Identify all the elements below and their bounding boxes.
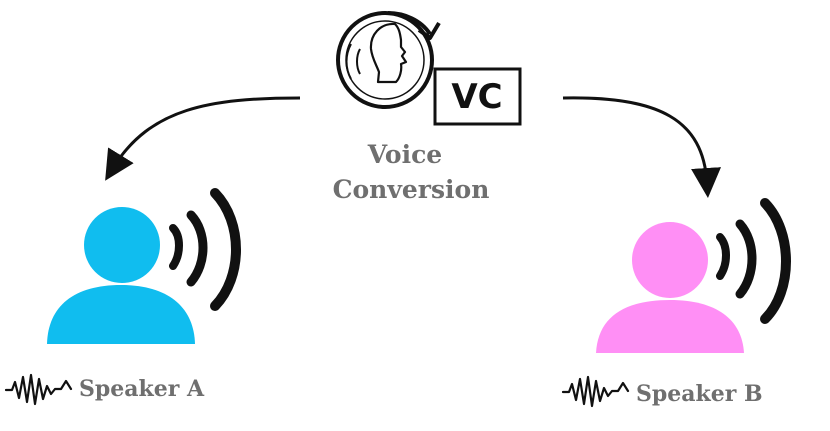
speaker-a-avatar <box>47 207 195 344</box>
arrow-to-speaker-a <box>105 96 301 181</box>
speaker-b-avatar <box>596 222 744 353</box>
speaker-b-label: Speaker B <box>636 381 763 407</box>
refresh-arrow-icon <box>387 11 432 36</box>
speaker-b-body <box>596 300 744 353</box>
speaker-b-sound-waves-icon <box>716 198 791 324</box>
vc-badge-label: VC <box>451 77 502 117</box>
speaker-a-waveform-icon <box>4 373 73 406</box>
speaker-a-head <box>84 207 160 283</box>
arrow-to-speaker-b <box>562 96 722 198</box>
voice-label: Voice <box>367 140 442 169</box>
voice-conversion-icon: VC <box>336 11 522 126</box>
speaker-b-head <box>632 222 708 298</box>
speaker-b-waveform-icon <box>561 375 630 408</box>
speaker-a-label: Speaker A <box>79 376 205 402</box>
vc-badge <box>433 67 522 126</box>
speaker-a-body <box>47 285 195 344</box>
speaking-head-icon <box>369 22 408 84</box>
speaker-a-sound-waves-icon <box>169 188 241 311</box>
conversion-label: Conversion <box>333 175 490 204</box>
